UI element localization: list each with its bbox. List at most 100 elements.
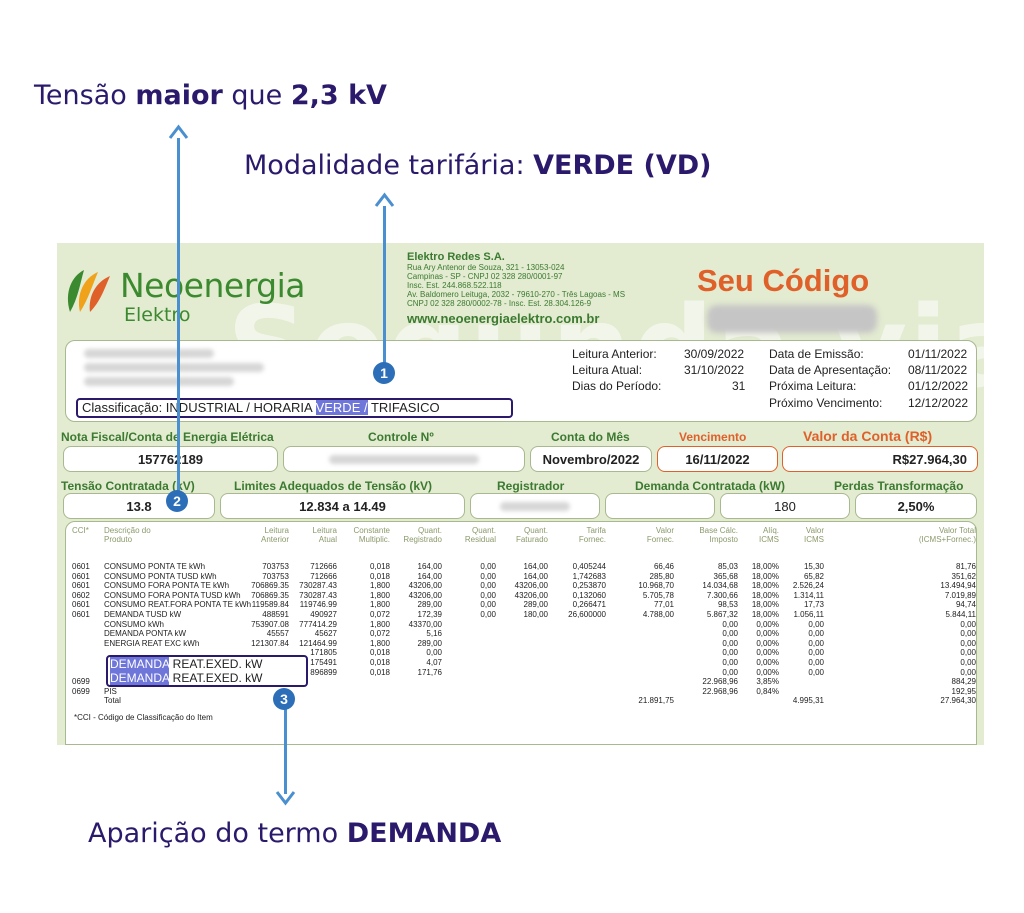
table-column-header: Tarifa Fornec. <box>578 526 606 544</box>
codigo-redacted <box>707 305 877 333</box>
table-cell: 1.056,11 <box>793 610 824 619</box>
table-cell: 0,132060 <box>572 590 606 600</box>
redacted-address <box>84 377 234 386</box>
table-cell: 712666 <box>310 571 337 581</box>
table-cell: 18,00% <box>751 562 779 571</box>
table-column-header: CCI* <box>72 526 89 535</box>
classificacao-trifasico: TRIFASICO <box>367 400 440 415</box>
table-cell: 0699 <box>72 686 90 696</box>
table-cell: 0,018 <box>369 562 390 571</box>
table-cell: 7.019,89 <box>944 590 976 600</box>
table-cell: 175491 <box>310 658 337 667</box>
dias-value: 31 <box>732 379 746 393</box>
table-column-header: Valor ICMS <box>804 526 824 544</box>
company-info: Elektro Redes S.A. Rua Ary Antenor de So… <box>407 251 667 326</box>
callout-aparicao-bold: DEMANDA <box>346 818 502 849</box>
table-column-header: Base Cálc. Imposto <box>699 526 738 544</box>
table-cell: 171805 <box>310 648 337 658</box>
arrow-down-icon <box>275 791 296 806</box>
proximo-vencimento-value: 12/12/2022 <box>908 396 969 410</box>
callout-modalidade-pre: Modalidade tarifária: <box>244 150 534 181</box>
table-cell: CONSUMO FORA PONTA TUSD kWh <box>104 590 241 600</box>
demanda-line: DEMANDA REAT.EXED. kW <box>108 657 306 671</box>
table-cell: CONSUMO REAT.FORA PONTA TE kWh <box>104 600 252 610</box>
table-cell: 0,072 <box>369 610 390 619</box>
proxima-leitura-value: 01/12/2022 <box>908 379 969 393</box>
callout-tensao: Tensão maior que 2,3 kV <box>34 80 387 111</box>
registrador-value <box>470 493 600 519</box>
table-cell: 0,00 <box>808 629 824 639</box>
proximo-vencimento-label: Próximo Vencimento: <box>769 396 883 410</box>
table-cell: 26,600000 <box>568 610 606 619</box>
nota-fiscal-value: 157762189 <box>63 446 278 472</box>
valor-conta-header: Valor da Conta (R$) <box>803 428 933 444</box>
table-cell: 0601 <box>72 610 90 619</box>
dias-label: Dias do Período: <box>572 379 662 393</box>
table-cell: 18,00% <box>751 571 779 581</box>
badge-1: 1 <box>373 362 395 384</box>
logo-sub: Elektro <box>124 304 191 326</box>
table-cell: 0,00 <box>480 590 496 600</box>
table-cell: 4,07 <box>426 658 442 667</box>
table-cell: 22.968,96 <box>702 677 738 687</box>
table-column-header: Valor Total (ICMS+Fornec.) <box>918 526 976 544</box>
callout-modalidade-bold: VERDE (VD) <box>533 150 712 181</box>
table-cell: 5.844,11 <box>945 610 976 619</box>
table-cell: 0,018 <box>369 667 390 677</box>
table-cell: 0,00 <box>808 658 824 667</box>
table-cell: 21.891,75 <box>638 696 674 706</box>
table-cell: 192,95 <box>951 686 976 696</box>
arrow-demanda <box>284 706 287 794</box>
registrador-value-2 <box>605 493 715 519</box>
vencimento-value: 16/11/2022 <box>657 446 778 472</box>
table-cell: 0,00 <box>808 667 824 677</box>
table-cell: 14.034,68 <box>702 581 738 591</box>
conta-mes-value: Novembro/2022 <box>530 446 652 472</box>
table-cell: 884,29 <box>951 677 976 687</box>
table-cell: CONSUMO FORA PONTA TE kWh <box>104 581 230 591</box>
table-cell: 289,00 <box>523 600 548 610</box>
table-cell: 490927 <box>310 610 337 619</box>
table-cell: 0,00 <box>808 619 824 629</box>
table-cell: 712666 <box>310 562 337 571</box>
energy-bill: Segunda via Neoenergia Elektro Elektro R… <box>57 243 984 745</box>
proxima-leitura-label: Próxima Leitura: <box>769 379 857 393</box>
table-cell: 0,00% <box>756 667 779 677</box>
table-cell: 0601 <box>72 581 90 591</box>
table-cell: CONSUMO kWh <box>104 619 164 629</box>
table-cell: 18,00% <box>751 600 779 610</box>
table-cell: 171,76 <box>417 667 442 677</box>
demanda-header: Demanda Contratada (kW) <box>635 479 786 493</box>
table-cell: 285,80 <box>649 571 674 581</box>
table-column-header: Leitura Anterior <box>260 526 289 544</box>
table-cell: 706869.35 <box>251 581 289 591</box>
emissao-value: 01/11/2022 <box>908 347 968 361</box>
table-cell: 0,00% <box>756 629 779 639</box>
company-url[interactable]: www.neoenergiaelektro.com.br <box>407 311 600 326</box>
arrow-tensao <box>177 138 180 498</box>
leitura-anterior-label: Leitura Anterior: <box>572 347 657 361</box>
table-cell: 896899 <box>310 667 337 677</box>
table-cell: 119746.99 <box>299 600 337 610</box>
arrow-up-icon <box>168 124 189 139</box>
table-cell: 164,00 <box>523 562 548 571</box>
customer-info-box: Leitura Anterior: 30/09/2022 Leitura Atu… <box>65 340 977 422</box>
table-cell: DEMANDA PONTA kW <box>104 629 187 639</box>
table-cell: 706869.35 <box>251 590 289 600</box>
logo-name: Neoenergia <box>120 266 306 305</box>
table-cell: 15,30 <box>803 562 824 571</box>
table-cell: PIS <box>104 686 117 696</box>
valor-conta-value: R$27.964,30 <box>782 446 978 472</box>
redacted-address <box>84 363 264 372</box>
badge-2: 2 <box>166 490 188 512</box>
arrow-modalidade <box>383 206 386 368</box>
neoenergia-logo: Neoenergia Elektro <box>62 258 306 328</box>
leaf-logo-icon <box>67 270 110 312</box>
demanda-rest: REAT.EXED. kW <box>169 671 263 685</box>
table-column-header: Leitura Atual <box>312 526 337 544</box>
table-cell: 43370,00 <box>408 619 442 629</box>
table-cell: ENERGIA REAT EXC kWh <box>104 638 200 648</box>
perdas-header: Perdas Transformação <box>834 479 964 493</box>
table-cell: 121307.84 <box>251 638 289 648</box>
